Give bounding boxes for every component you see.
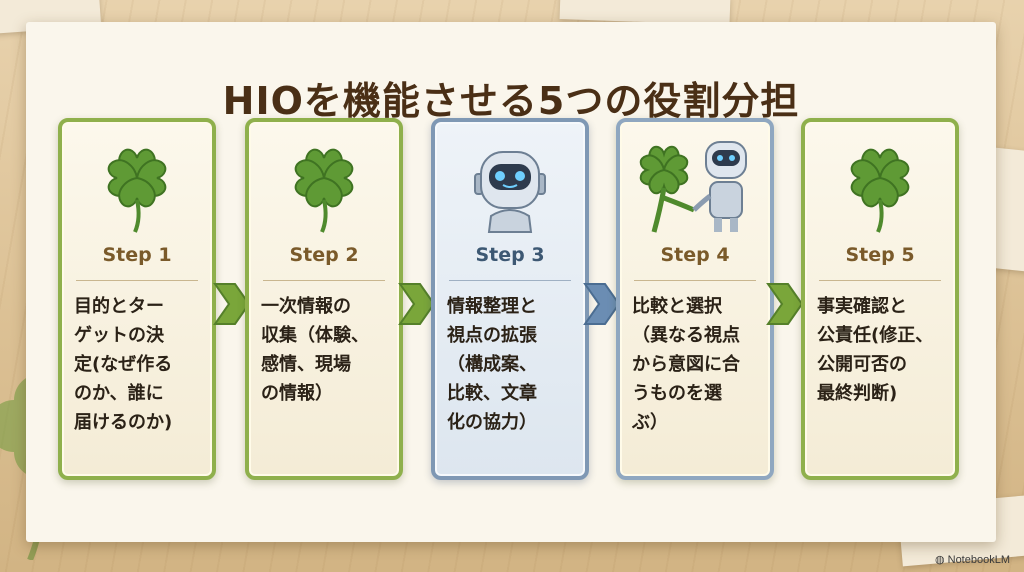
divider: [634, 280, 756, 281]
step-label: Step 4: [660, 244, 730, 266]
step-label: Step 5: [845, 244, 915, 266]
step-description: 一次情報の 収集（体験、 感情、現場 の情報）: [261, 296, 369, 404]
step-label: Step 1: [102, 244, 172, 266]
step-card-4: Step 4 比較と選択 （異なる視点 から意図に合 うものを選 ぶ）: [616, 118, 774, 480]
divider: [76, 280, 198, 281]
step-card-1: Step 1 目的とター ゲットの決 定(なぜ作る のか、誰に 届けるのか): [58, 118, 216, 480]
step-description: 比較と選択 （異なる視点 から意図に合 うものを選 ぶ）: [632, 296, 740, 433]
step-description: 事実確認と 公責任(修正、 公開可否の 最終判断): [817, 296, 934, 404]
step-description: 目的とター ゲットの決 定(なぜ作る のか、誰に 届けるのか): [74, 296, 173, 433]
divider: [819, 280, 941, 281]
clover-icon: [805, 136, 955, 236]
robot-icon: [435, 136, 585, 236]
divider: [263, 280, 385, 281]
notebooklm-watermark: ◍NotebookLM: [935, 553, 1010, 566]
clover-icon: [62, 136, 212, 236]
step-card-5: Step 5 事実確認と 公責任(修正、 公開可否の 最終判断): [801, 118, 959, 480]
notebooklm-logo-icon: ◍: [935, 554, 945, 566]
chevron-right-icon: [583, 283, 621, 325]
watermark-text: NotebookLM: [947, 554, 1010, 566]
clover-icon: [249, 136, 399, 236]
step-description: 情報整理と 視点の拡張 （構成案、 比較、文章 化の協力）: [447, 296, 537, 433]
step-label: Step 2: [289, 244, 359, 266]
chevron-right-icon: [766, 283, 804, 325]
step-card-2: Step 2 一次情報の 収集（体験、 感情、現場 の情報）: [245, 118, 403, 480]
step-label: Step 3: [475, 244, 545, 266]
divider: [449, 280, 571, 281]
page-title: HIOを機能させる5つの役割分担: [222, 79, 800, 123]
step-card-3: Step 3 情報整理と 視点の拡張 （構成案、 比較、文章 化の協力）: [431, 118, 589, 480]
chevron-right-icon: [398, 283, 436, 325]
chevron-right-icon: [213, 283, 251, 325]
clover-robot-handshake-icon: [620, 136, 770, 236]
